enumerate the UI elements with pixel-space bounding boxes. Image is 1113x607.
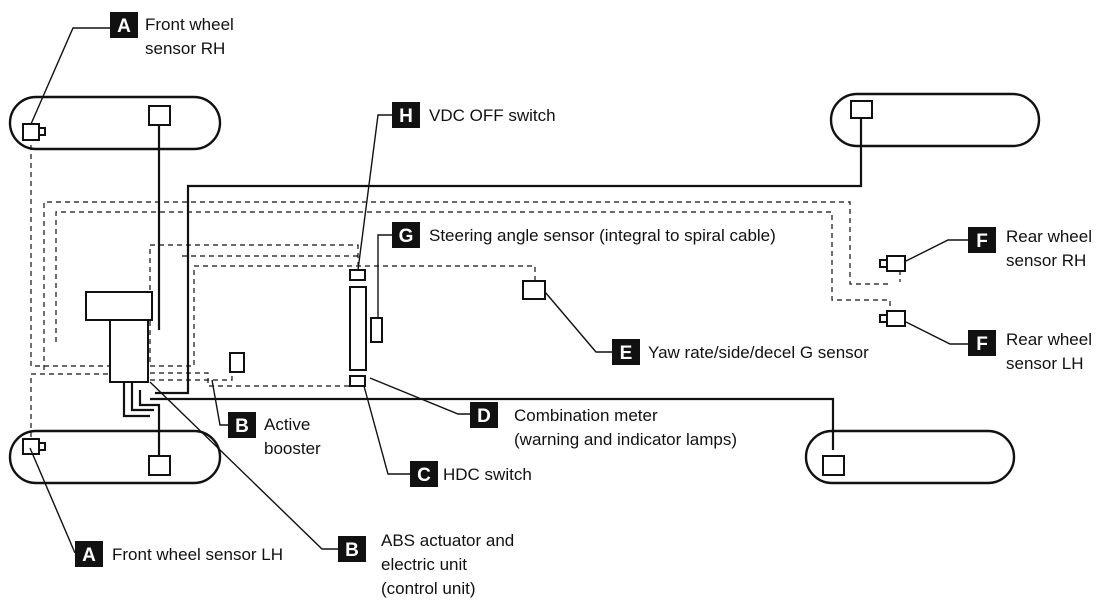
svg-text:A: A: [82, 545, 96, 566]
svg-text:VDC OFF switch: VDC OFF switch: [429, 106, 556, 125]
wiring-harness: [30, 136, 901, 446]
svg-text:Rear wheel: Rear wheel: [1006, 330, 1092, 349]
badge-hdc-switch: C: [410, 461, 438, 487]
svg-text:F: F: [976, 231, 988, 252]
brake-lines: [122, 112, 863, 455]
svg-text:F: F: [976, 334, 988, 355]
yaw-rate-sensor-box: [522, 280, 546, 300]
svg-text:(warning and indicator lamps): (warning and indicator lamps): [514, 430, 737, 449]
badge-yaw-rate-sensor: E: [612, 339, 640, 365]
svg-text:Front wheel: Front wheel: [145, 15, 234, 34]
svg-text:(control unit): (control unit): [381, 579, 475, 598]
svg-text:H: H: [399, 106, 413, 127]
rear-lh-sensor-box: [822, 455, 845, 476]
label-hdc-switch: HDC switch: [443, 465, 532, 484]
label-combination-meter: Combination meter (warning and indicator…: [514, 406, 737, 449]
svg-text:sensor RH: sensor RH: [1006, 251, 1086, 270]
label-front-wheel-sensor-lh: Front wheel sensor LH: [112, 545, 283, 564]
svg-text:sensor RH: sensor RH: [145, 39, 225, 58]
svg-text:ABS actuator and: ABS actuator and: [381, 531, 514, 550]
vdc-off-switch-box: [349, 269, 366, 281]
combination-meter-box: [349, 286, 367, 371]
hdc-switch-box: [349, 375, 366, 387]
steering-angle-sensor-box: [370, 317, 383, 343]
leader-lines: [29, 27, 968, 554]
svg-text:A: A: [117, 16, 131, 37]
label-active-booster: Active booster: [264, 415, 321, 458]
svg-text:electric unit: electric unit: [381, 555, 467, 574]
badge-front-wheel-sensor-rh: A: [110, 12, 138, 38]
svg-text:Active: Active: [264, 415, 310, 434]
front-right-wheel: [8, 95, 222, 151]
label-front-wheel-sensor-rh: Front wheel sensor RH: [145, 15, 234, 58]
badge-front-wheel-sensor-lh: A: [75, 541, 103, 567]
front-lh-wheel-sensor: [22, 438, 46, 455]
svg-text:Combination meter: Combination meter: [514, 406, 658, 425]
front-rh-sensor-box: [148, 105, 171, 126]
badge-combination-meter: D: [470, 402, 498, 428]
svg-text:E: E: [620, 343, 633, 364]
rear-rh-wheel-sensor: [879, 255, 906, 272]
badge-vdc-off-switch: H: [392, 102, 420, 128]
svg-text:C: C: [417, 465, 431, 486]
svg-text:sensor LH: sensor LH: [1006, 354, 1083, 373]
label-steering-angle-sensor: Steering angle sensor (integral to spira…: [429, 226, 776, 245]
svg-text:Steering angle sensor (integra: Steering angle sensor (integral to spira…: [429, 226, 776, 245]
badge-steering-angle-sensor: G: [392, 222, 420, 248]
svg-text:B: B: [345, 540, 359, 561]
svg-text:B: B: [235, 416, 249, 437]
active-booster-box: [229, 352, 245, 373]
badge-rear-wheel-sensor-rh: F: [968, 227, 996, 253]
label-vdc-off-switch: VDC OFF switch: [429, 106, 556, 125]
svg-text:G: G: [399, 226, 414, 247]
rear-right-wheel: [829, 92, 1041, 148]
rear-lh-wheel-sensor: [879, 310, 906, 327]
badge-abs-actuator: B: [338, 536, 366, 562]
rear-left-wheel: [804, 429, 1016, 485]
svg-text:Front wheel sensor LH: Front wheel sensor LH: [112, 545, 283, 564]
svg-text:D: D: [477, 406, 491, 427]
svg-text:Rear wheel: Rear wheel: [1006, 227, 1092, 246]
svg-text:Yaw rate/side/decel G sensor: Yaw rate/side/decel G sensor: [648, 343, 869, 362]
svg-text:booster: booster: [264, 439, 321, 458]
abs-actuator-unit: [85, 291, 153, 383]
label-yaw-rate-sensor: Yaw rate/side/decel G sensor: [648, 343, 869, 362]
rear-rh-sensor-box: [850, 100, 873, 119]
svg-text:HDC switch: HDC switch: [443, 465, 532, 484]
front-lh-sensor-box: [148, 455, 171, 476]
label-rear-wheel-sensor-lh: Rear wheel sensor LH: [1006, 330, 1092, 373]
label-abs-actuator: ABS actuator and electric unit (control …: [381, 531, 514, 598]
badge-active-booster: B: [228, 412, 256, 438]
label-rear-wheel-sensor-rh: Rear wheel sensor RH: [1006, 227, 1092, 270]
badge-rear-wheel-sensor-lh: F: [968, 330, 996, 356]
front-rh-wheel-sensor: [22, 123, 46, 141]
